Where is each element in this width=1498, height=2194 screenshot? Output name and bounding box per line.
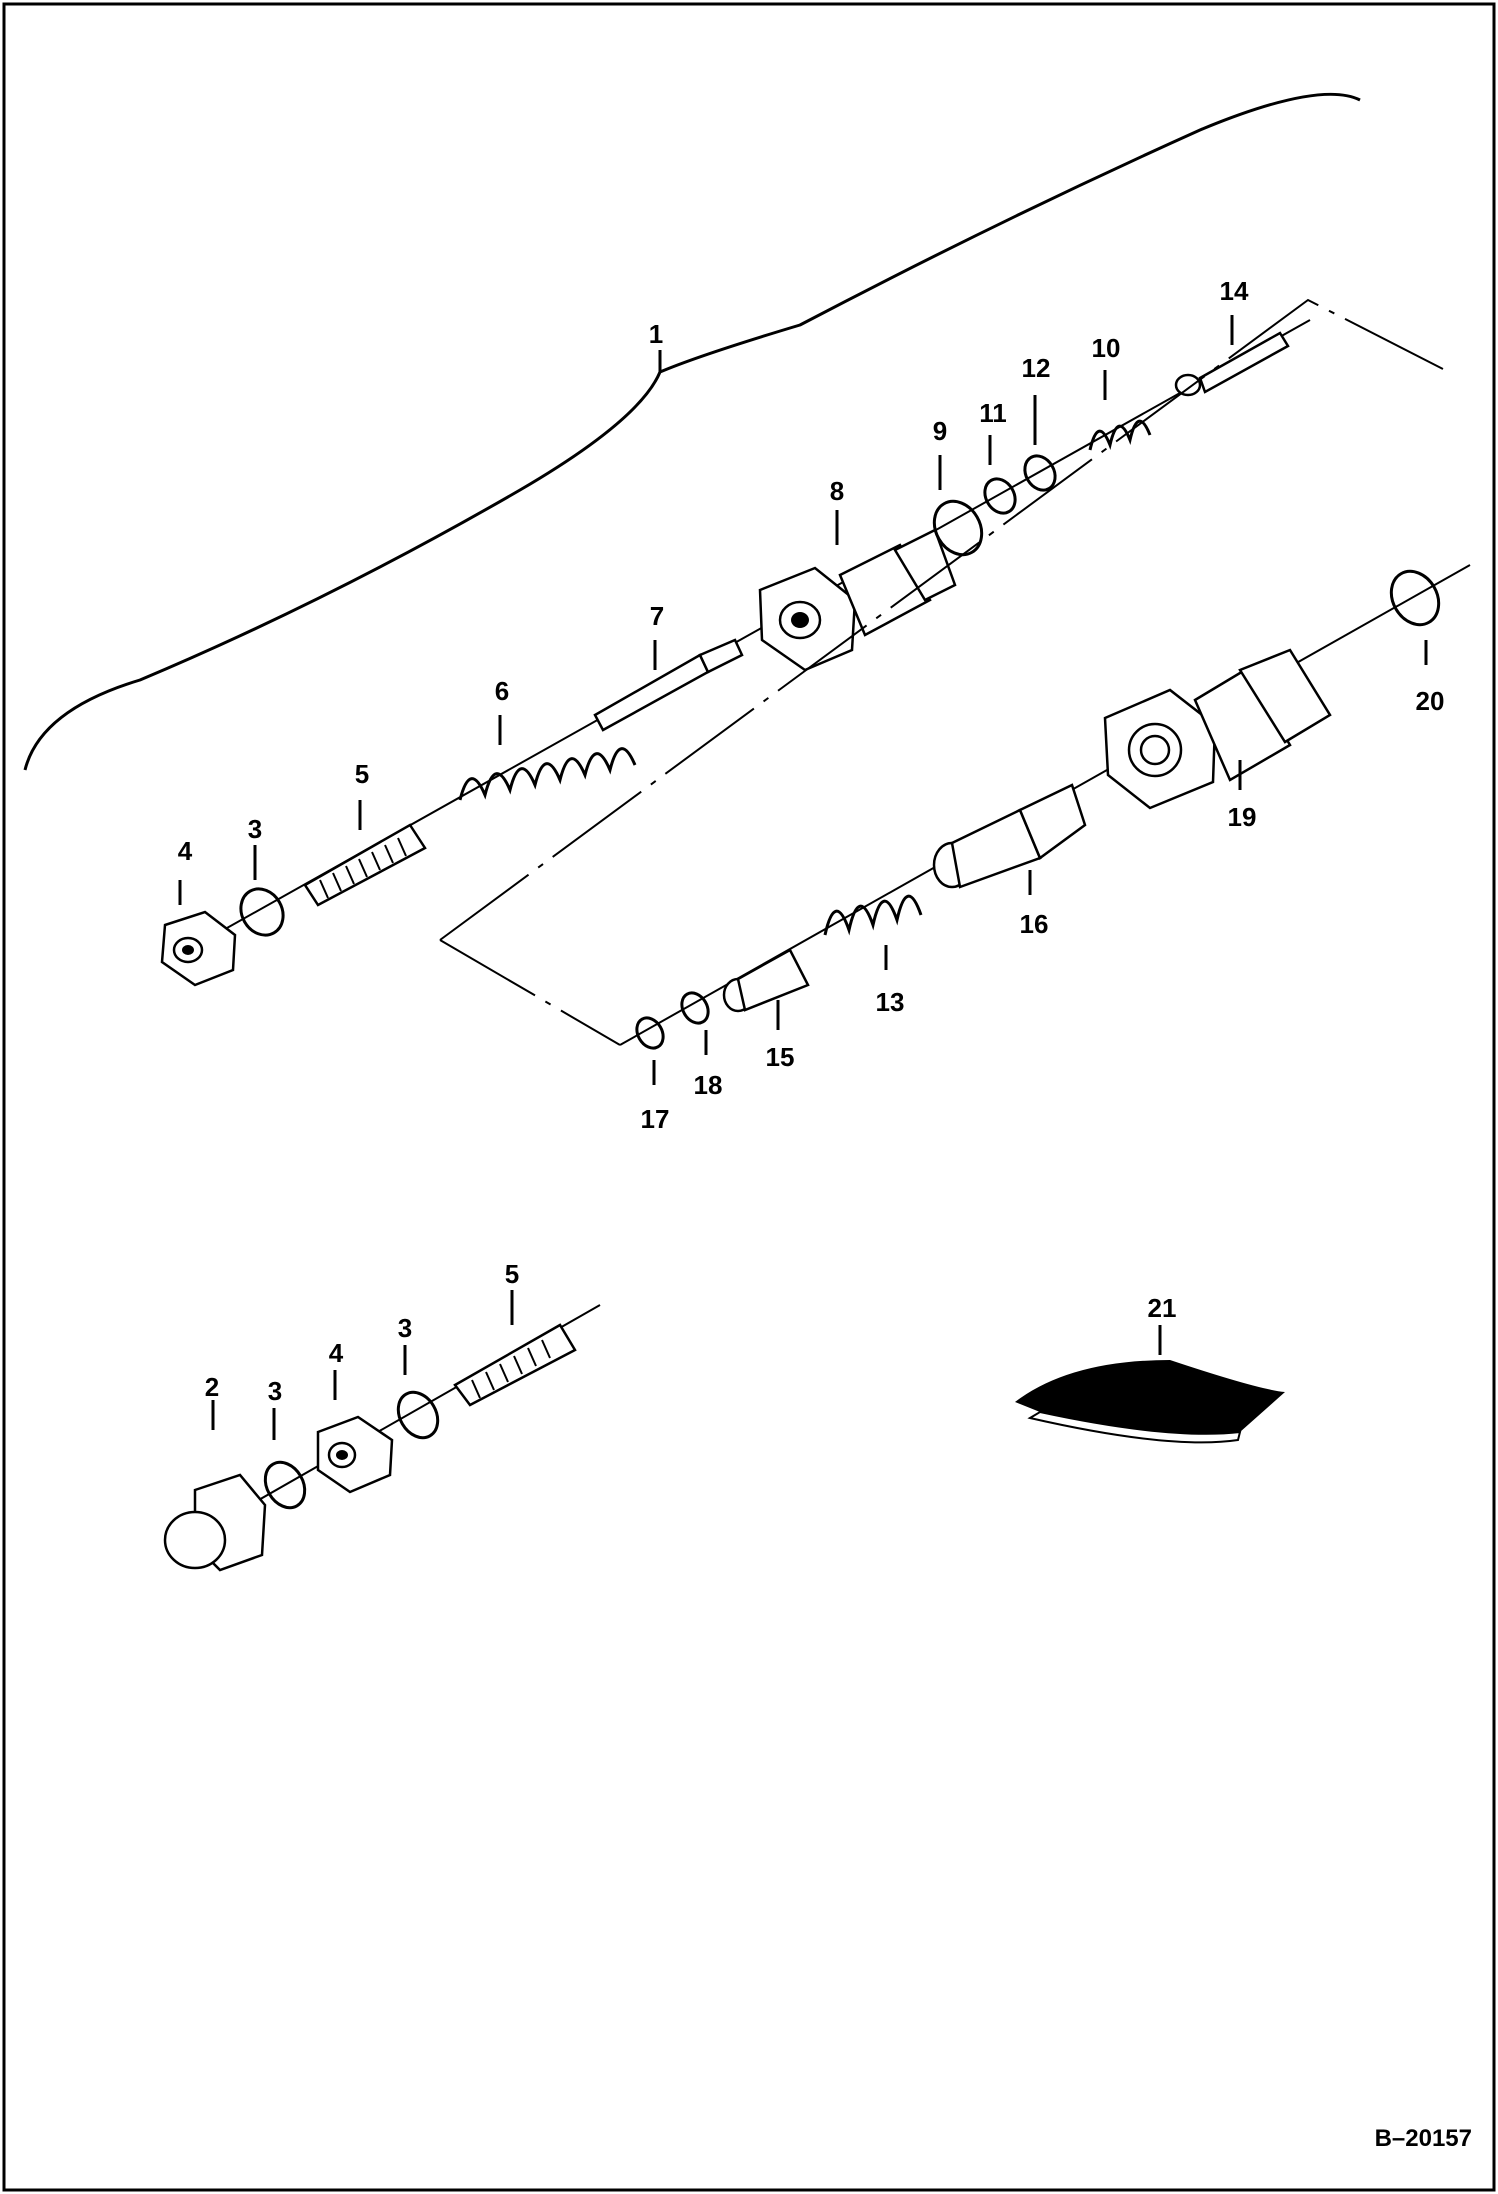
callout-10: 10 xyxy=(1092,333,1121,363)
valve-housing-part xyxy=(1103,648,1332,810)
backup-ring-part xyxy=(983,477,1017,515)
callout-13: 13 xyxy=(876,987,905,1017)
callout-2: 2 xyxy=(205,1372,219,1402)
callout-20: 20 xyxy=(1416,686,1445,716)
o-ring-part xyxy=(1389,569,1441,627)
callout-5-upper: 5 xyxy=(355,759,369,789)
poppet-rod-part xyxy=(593,638,744,732)
valve-body-part xyxy=(758,528,957,672)
pin-part xyxy=(1174,331,1290,397)
reference-box xyxy=(439,298,1446,1046)
callout-9: 9 xyxy=(933,416,947,446)
o-ring-part xyxy=(396,1390,440,1440)
callout-7: 7 xyxy=(650,601,664,631)
callout-5-lower: 5 xyxy=(505,1259,519,1289)
callout-1: 1 xyxy=(649,319,663,349)
callout-21: 21 xyxy=(1148,1293,1177,1323)
o-ring-part xyxy=(932,499,984,557)
hex-nut-part xyxy=(160,910,237,987)
spring-part xyxy=(1088,419,1152,451)
leader-lines xyxy=(178,315,1428,1440)
callout-3-lower-left: 3 xyxy=(268,1376,282,1406)
callout-14: 14 xyxy=(1220,276,1249,306)
adjusting-screw-part xyxy=(303,823,427,907)
poppet-part xyxy=(722,948,810,1013)
spring-part xyxy=(458,747,637,801)
callout-4-upper: 4 xyxy=(178,836,193,866)
piston-part xyxy=(932,783,1087,889)
o-ring-part xyxy=(1023,454,1057,492)
o-ring-part xyxy=(263,1460,307,1510)
callout-19: 19 xyxy=(1228,802,1257,832)
callout-15: 15 xyxy=(766,1042,795,1072)
callout-4-lower: 4 xyxy=(329,1338,344,1368)
callout-17: 17 xyxy=(641,1104,670,1134)
o-ring-part xyxy=(239,887,285,937)
callout-3-upper: 3 xyxy=(248,814,262,844)
callout-6: 6 xyxy=(495,676,509,706)
adjusting-screw-part xyxy=(453,1323,577,1407)
hex-nut-part xyxy=(316,1415,394,1494)
callout-3-lower-right: 3 xyxy=(398,1313,412,1343)
callout-12: 12 xyxy=(1022,353,1051,383)
callout-16: 16 xyxy=(1020,909,1049,939)
plug-part xyxy=(163,1473,267,1572)
callout-8: 8 xyxy=(830,476,844,506)
figure-reference-code: B–20157 xyxy=(1375,2125,1472,2152)
callout-18: 18 xyxy=(694,1070,723,1100)
backup-ring-part xyxy=(680,991,710,1025)
decal-part xyxy=(1015,1360,1285,1444)
o-ring-part xyxy=(635,1016,665,1050)
spring-part xyxy=(823,894,923,936)
callout-11: 11 xyxy=(979,398,1007,428)
